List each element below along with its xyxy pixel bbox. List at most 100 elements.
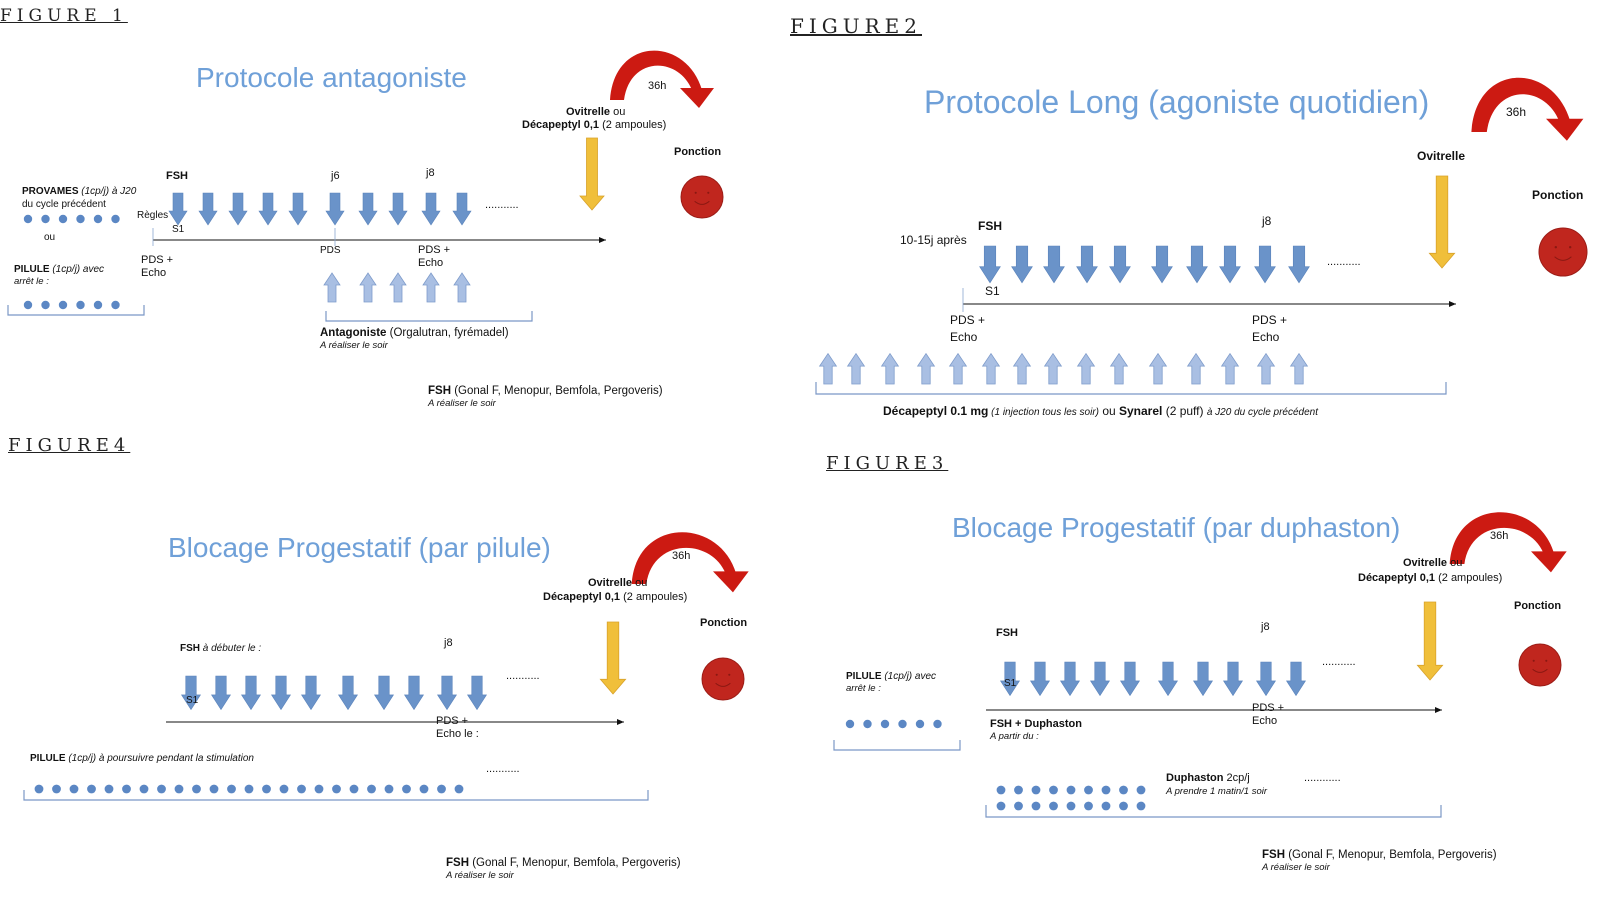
duration-bracket [23, 790, 649, 801]
fsh-injection-down-arrow [1223, 661, 1243, 697]
fsh-injection-down-arrow [374, 675, 394, 711]
pill-dot [1084, 785, 1093, 795]
pill-dot [41, 214, 50, 224]
fsh-injection-down-arrow [271, 675, 291, 711]
pill-dot [227, 784, 236, 794]
fig2-pds-echo-left: PDS + Echo [950, 313, 986, 344]
pill-dot [419, 784, 429, 794]
pill-dot [122, 784, 131, 794]
ponction-smiley-icon [1538, 227, 1588, 277]
pill-dot [93, 300, 103, 310]
trigger-down-arrow [599, 621, 627, 695]
pill-dot [1136, 785, 1146, 795]
pill-dot [1031, 801, 1041, 811]
smiley-eye [694, 191, 697, 194]
smiley-eye [1545, 659, 1548, 662]
fig3-ponction: Ponction [1514, 600, 1562, 612]
pill-dot [41, 300, 50, 310]
pill-dot [262, 784, 271, 794]
daily-injection-up-arrow [948, 352, 968, 385]
fsh-injection-down-arrow [1000, 661, 1020, 697]
fig2-s1: S1 [985, 284, 1000, 298]
trigger-down-arrow [1416, 601, 1444, 681]
fsh-injection-down-arrow [198, 192, 218, 226]
fig3-fsh-bottom: FSH (Gonal F, Menopur, Bemfola, Pergover… [1262, 849, 1497, 861]
fig3-fsh-duphaston: FSH + Duphaston [990, 718, 1082, 730]
fig3-duphaston: Duphaston 2cp/j [1166, 772, 1250, 784]
pill-dot [898, 719, 907, 729]
pill-dot [1014, 801, 1023, 811]
smiley-eye [1532, 659, 1535, 662]
fsh-injection-down-arrow [301, 675, 321, 711]
fsh-injection-down-arrow [1120, 661, 1140, 697]
pill-dot [244, 784, 254, 794]
pill-dot [996, 785, 1006, 795]
pill-dot [437, 784, 446, 794]
fsh-injection-down-arrow [979, 245, 1001, 284]
fsh-injection-down-arrow [1286, 661, 1306, 697]
fig2-after: 10-15j après [900, 233, 967, 247]
fig1-provames-line2: du cycle précédent [22, 199, 106, 210]
fig1-antagoniste-note: A réaliser le soir [320, 340, 388, 351]
pill-dot [1101, 801, 1111, 811]
fsh-injection-down-arrow [437, 675, 457, 711]
fig4-dots: ........... [506, 670, 540, 682]
pill-dot [69, 784, 79, 794]
fig4-trigger-line2: Décapeptyl 0,1 (2 ampoules) [543, 591, 688, 603]
smiley-mouth [715, 682, 731, 687]
pill-dot [1101, 785, 1111, 795]
fig2-j8: j8 [1262, 214, 1272, 228]
daily-injection-up-arrow [880, 352, 900, 385]
fig1-fsh-bottom-note: A réaliser le soir [428, 398, 496, 409]
pill-dot [174, 784, 184, 794]
fsh-injection-down-arrow [288, 192, 308, 226]
duration-bracket [325, 311, 533, 322]
pill-dot [76, 214, 85, 224]
pill-dot [880, 719, 890, 729]
fig3-j8: j8 [1261, 621, 1270, 633]
pill-dot [1014, 785, 1023, 795]
pill-dot [1066, 801, 1076, 811]
daily-injection-up-arrow [981, 352, 1001, 385]
fig4-j8: j8 [444, 637, 453, 649]
fig2-ovitrelle: Ovitrelle [1417, 149, 1466, 163]
pill-dot [915, 719, 925, 729]
duration-bracket [985, 805, 1442, 818]
pill-dot [1119, 801, 1128, 811]
daily-injection-up-arrow [846, 352, 866, 385]
figure-2-title: Protocole Long (agoniste quotidien) [924, 84, 1430, 120]
duration-bracket [815, 382, 1447, 395]
figure-3-title: Blocage Progestatif (par duphaston) [952, 512, 1401, 543]
pill-dot [76, 300, 85, 310]
delay-curved-arrow-head [713, 571, 749, 593]
fsh-injection-down-arrow [1060, 661, 1080, 697]
fig1-ponction: Ponction [674, 146, 722, 158]
fig1-dots: ........... [485, 199, 519, 211]
fig1-antagoniste: Antagoniste (Orgalutran, fyrémadel) [320, 327, 509, 339]
fig3-fsh-duphaston-note: A partir du : [990, 731, 1039, 742]
daily-injection-up-arrow [359, 272, 377, 303]
fsh-injection-down-arrow [1109, 245, 1131, 284]
daily-injection-up-arrow [453, 272, 471, 303]
fig1-pds-echo-right: PDS + Echo [418, 244, 451, 269]
fig2-decapeptyl: Décapeptyl 0.1 mg (1 injection tous les … [883, 404, 1319, 419]
fig4-ponction: Ponction [700, 617, 748, 629]
figure-1-title: Protocole antagoniste [196, 62, 467, 93]
fig4-trigger-line1: Ovitrelle ou [588, 577, 648, 589]
pill-dot [402, 784, 411, 794]
fig2-ponction: Ponction [1532, 188, 1584, 202]
pill-dot [1084, 801, 1093, 811]
pill-dot [1031, 785, 1041, 795]
fig4-pilule: PILULE (1cp/j) à poursuivre pendant la s… [30, 753, 254, 764]
pill-dot [1136, 801, 1146, 811]
daily-injection-up-arrow [1256, 352, 1276, 385]
fsh-injection-down-arrow [1219, 245, 1241, 284]
fsh-injection-down-arrow [1030, 661, 1050, 697]
daily-injection-up-arrow [1076, 352, 1096, 385]
fig1-pds: PDS [320, 245, 341, 256]
fig1-j8: j8 [426, 167, 435, 179]
smiley-eye [707, 191, 710, 194]
fsh-injection-down-arrow [338, 675, 358, 711]
pill-dot [845, 719, 855, 729]
fsh-injection-down-arrow [404, 675, 424, 711]
